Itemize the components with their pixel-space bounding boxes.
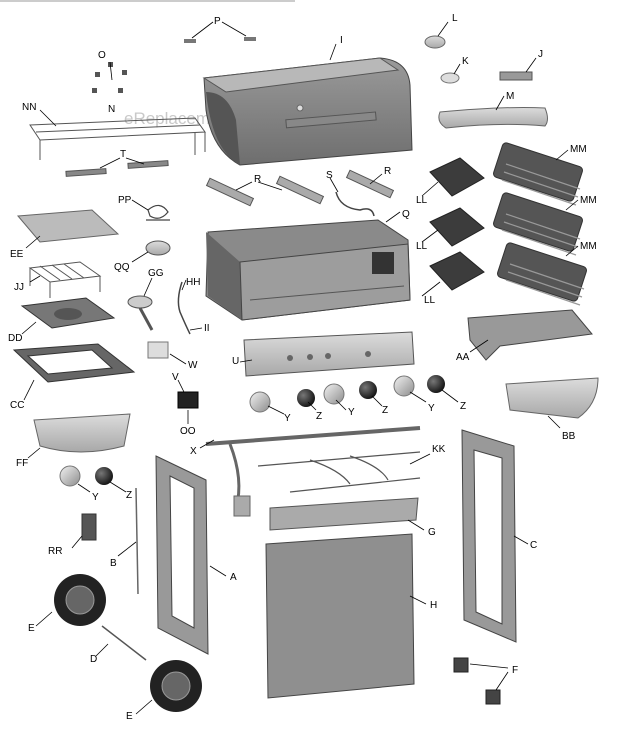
label-f: F <box>512 665 518 676</box>
door-panel-part-h <box>265 533 415 699</box>
ignition-wire-part-hh-ii <box>177 281 191 335</box>
label-b: B <box>110 558 117 569</box>
label-r2: R <box>384 166 391 177</box>
label-y2: Y <box>348 407 355 418</box>
bezel-part-k <box>440 72 460 84</box>
label-l: L <box>452 13 458 24</box>
control-panel-part-u <box>243 331 415 377</box>
label-p: P <box>214 16 221 27</box>
manifold-part-x <box>205 426 421 517</box>
igniter-part-v <box>177 391 199 409</box>
wheel-part-e <box>54 574 202 712</box>
label-c: C <box>530 540 537 551</box>
grease-tray-part-g <box>269 497 419 531</box>
label-o: O <box>98 50 106 61</box>
label-mm2: MM <box>580 195 597 206</box>
valve-part-w <box>147 341 169 359</box>
label-z4: Z <box>126 490 132 501</box>
label-hh: HH <box>186 277 200 288</box>
label-bb: BB <box>562 431 576 442</box>
hardware-part-o-n <box>92 62 127 93</box>
label-oo: OO <box>180 426 196 437</box>
label-i: I <box>340 35 343 46</box>
label-e2: E <box>126 711 133 722</box>
leg-cap-part-f <box>453 657 501 705</box>
screw-part-p <box>184 37 256 43</box>
label-n: N <box>108 104 115 115</box>
label-ii: II <box>204 323 210 334</box>
heat-bar-part-r <box>205 169 395 207</box>
label-e1: E <box>28 623 35 634</box>
bracket-part-j <box>499 71 533 81</box>
label-gg: GG <box>148 268 164 279</box>
side-panel-part-bb <box>505 377 599 419</box>
label-mm3: MM <box>580 241 597 252</box>
label-kk: KK <box>432 444 446 455</box>
label-cc: CC <box>10 400 24 411</box>
leg-frame-part-c <box>461 429 517 643</box>
grease-cup-part-qq <box>145 240 171 256</box>
label-g: G <box>428 527 436 538</box>
burner-tray-part-dd <box>20 297 116 329</box>
label-jj: JJ <box>14 282 24 293</box>
label-pp: PP <box>118 195 132 206</box>
axle-part-d <box>101 625 147 661</box>
part-labels: P I L K J M O N NN T R R S MM MM MM LL L… <box>8 13 597 722</box>
label-d: D <box>90 654 97 665</box>
label-rr: RR <box>48 546 62 557</box>
label-m: M <box>506 91 514 102</box>
bracket-part-t <box>65 160 169 177</box>
label-qq: QQ <box>114 262 130 273</box>
label-ll3: LL <box>424 295 436 306</box>
warming-rack-part-nn <box>29 117 206 160</box>
label-j: J <box>538 49 543 60</box>
label-u: U <box>232 356 239 367</box>
handle-part-m <box>438 107 548 129</box>
label-y4: Y <box>92 492 99 503</box>
leader-lines <box>21 21 579 715</box>
label-x: X <box>190 446 197 457</box>
label-k: K <box>462 56 469 67</box>
side-burner-part-gg <box>127 295 154 331</box>
label-aa: AA <box>456 352 470 363</box>
knob-set-y-z <box>59 375 445 487</box>
burner-tubes-part-kk <box>257 451 421 493</box>
label-ll1: LL <box>416 195 428 206</box>
side-panel-part-ff <box>33 413 131 453</box>
shelf-frame-part-cc <box>12 343 136 383</box>
leg-frame-part-a <box>155 455 209 655</box>
part-rr <box>81 513 97 541</box>
label-w: W <box>188 360 198 371</box>
label-mm1: MM <box>570 144 587 155</box>
label-z3: Z <box>460 401 466 412</box>
label-dd: DD <box>8 333 22 344</box>
thermometer-part-l <box>424 35 446 49</box>
label-r1: R <box>254 174 261 185</box>
label-z1: Z <box>316 411 322 422</box>
rod-part-b <box>135 487 139 595</box>
label-v: V <box>172 372 179 383</box>
wire-part-s <box>335 191 375 217</box>
label-a: A <box>230 572 237 583</box>
label-t: T <box>120 149 126 160</box>
cooking-grate-part-mm <box>493 142 587 302</box>
heat-tent-part-ll <box>429 157 485 291</box>
label-h: H <box>430 600 437 611</box>
hook-part-pp <box>146 204 170 221</box>
lid-part-i <box>202 57 413 166</box>
label-y1: Y <box>284 413 291 424</box>
side-shelf-part-aa <box>467 309 593 361</box>
label-ll2: LL <box>416 241 428 252</box>
firebox-part-q <box>205 219 411 321</box>
side-shelf-part-ee <box>16 209 120 243</box>
label-ee: EE <box>10 249 24 260</box>
label-q: Q <box>402 209 410 220</box>
label-ff: FF <box>16 458 28 469</box>
label-s: S <box>326 170 333 181</box>
side-rack-part-jj <box>28 261 102 298</box>
label-z2: Z <box>382 405 388 416</box>
label-nn: NN <box>22 102 36 113</box>
label-y3: Y <box>428 403 435 414</box>
